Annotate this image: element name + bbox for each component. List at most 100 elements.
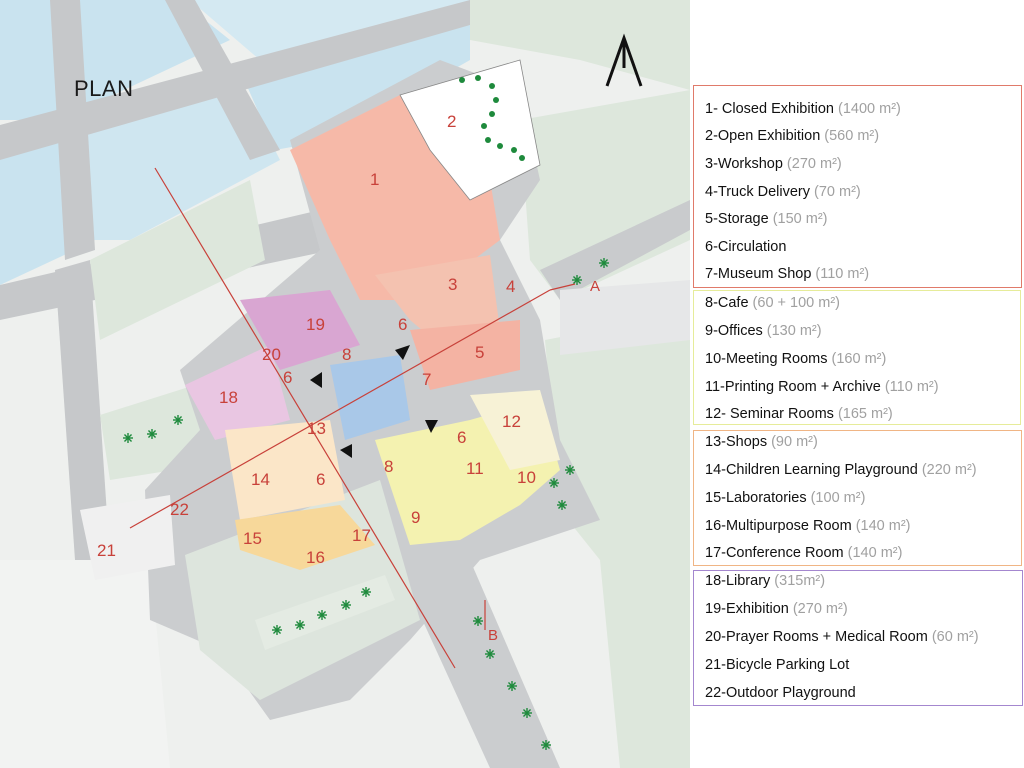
room-number: 19 bbox=[306, 315, 325, 334]
legend-group-library bbox=[693, 570, 1023, 706]
legend-item-name: 17-Conference Room bbox=[705, 545, 844, 561]
room-number: 18 bbox=[219, 388, 238, 407]
plan-title: PLAN bbox=[74, 76, 134, 101]
legend-group-offices bbox=[693, 290, 1021, 425]
legend-item-name: 10-Meeting Rooms bbox=[705, 351, 828, 367]
legend-item-area: (90 m²) bbox=[767, 434, 818, 450]
legend-item-name: 2-Open Exhibition bbox=[705, 128, 821, 144]
legend-item: 18-Library (315m²) bbox=[705, 572, 825, 590]
room-number: 2 bbox=[447, 112, 456, 131]
legend-group-education bbox=[693, 430, 1022, 566]
legend-item: 3-Workshop (270 m²) bbox=[705, 155, 842, 173]
legend-item-name: 3-Workshop bbox=[705, 156, 783, 172]
legend-item: 14-Children Learning Playground (220 m²) bbox=[705, 461, 977, 479]
legend-item: 2-Open Exhibition (560 m²) bbox=[705, 127, 879, 145]
legend-item-area: (160 m²) bbox=[827, 351, 887, 367]
central-plaza bbox=[330, 355, 410, 440]
legend-item: 19-Exhibition (270 m²) bbox=[705, 600, 848, 618]
legend-item: 6-Circulation bbox=[705, 238, 786, 256]
legend-item-name: 14-Children Learning Playground bbox=[705, 462, 918, 478]
legend-item: 5-Storage (150 m²) bbox=[705, 210, 828, 228]
legend-item-name: 6-Circulation bbox=[705, 239, 787, 255]
section-marker-b: B bbox=[488, 627, 498, 644]
legend-item: 9-Offices (130 m²) bbox=[705, 322, 822, 340]
legend-item-area: (140 m²) bbox=[851, 518, 911, 534]
legend-item-name: 8-Cafe bbox=[705, 295, 749, 311]
legend-item-area: (110 m²) bbox=[811, 266, 870, 282]
room-number: 10 bbox=[517, 468, 536, 487]
legend-item-name: 7-Museum Shop bbox=[705, 266, 812, 282]
legend-item: 22-Outdoor Playground bbox=[705, 684, 856, 702]
legend-item-name: 12- Seminar Rooms bbox=[705, 406, 834, 422]
room-number: 9 bbox=[411, 508, 420, 527]
legend-item-area: (560 m²) bbox=[820, 128, 880, 144]
room-number: 6 bbox=[457, 428, 466, 447]
room-number: 12 bbox=[502, 412, 521, 431]
legend-item: 12- Seminar Rooms (165 m²) bbox=[705, 405, 893, 423]
legend-item-name: 13-Shops bbox=[705, 434, 768, 450]
room-number: 7 bbox=[422, 370, 431, 389]
legend-item: 1- Closed Exhibition (1400 m²) bbox=[705, 100, 901, 118]
legend-item-area: (150 m²) bbox=[768, 211, 828, 227]
legend-item-area: (130 m²) bbox=[762, 323, 822, 339]
legend-item-area: (140 m²) bbox=[843, 545, 903, 561]
legend-item-area: (220 m²) bbox=[917, 462, 977, 478]
legend-item-name: 18-Library bbox=[705, 573, 771, 589]
legend-item-area: (70 m²) bbox=[810, 184, 861, 200]
legend-item-area: (110 m²) bbox=[880, 379, 939, 395]
legend-item-area: (270 m²) bbox=[782, 156, 842, 172]
legend-item-name: 21-Bicycle Parking Lot bbox=[705, 657, 850, 673]
legend-item-name: 11-Printing Room + Archive bbox=[705, 379, 881, 395]
legend-item-area: (315m²) bbox=[770, 573, 826, 589]
room-number: 6 bbox=[316, 470, 325, 489]
legend-item-area: (100 m²) bbox=[806, 490, 866, 506]
section-lines bbox=[129, 167, 576, 669]
room-number: 4 bbox=[506, 277, 515, 296]
room-number: 5 bbox=[475, 343, 484, 362]
legend-item: 16-Multipurpose Room (140 m²) bbox=[705, 517, 911, 535]
room-number: 3 bbox=[448, 275, 457, 294]
legend-item: 13-Shops (90 m²) bbox=[705, 433, 818, 451]
room-number: 6 bbox=[283, 368, 292, 387]
room-number: 14 bbox=[251, 470, 270, 489]
legend-item: 17-Conference Room (140 m²) bbox=[705, 544, 902, 562]
legend-item-name: 22-Outdoor Playground bbox=[705, 685, 856, 701]
legend-item-area: (270 m²) bbox=[788, 601, 848, 617]
legend-item-name: 15-Laboratories bbox=[705, 490, 807, 506]
room-number: 1 bbox=[370, 170, 379, 189]
room-number: 6 bbox=[398, 315, 407, 334]
legend-item-area: (1400 m²) bbox=[833, 101, 901, 117]
legend-item-name: 5-Storage bbox=[705, 211, 769, 227]
legend-item-name: 19-Exhibition bbox=[705, 601, 789, 617]
legend-item-area: (165 m²) bbox=[833, 406, 893, 422]
legend-item: 8-Cafe (60 + 100 m²) bbox=[705, 294, 840, 312]
legend-item-name: 16-Multipurpose Room bbox=[705, 518, 852, 534]
room-number: 21 bbox=[97, 541, 116, 560]
zone-library bbox=[185, 290, 360, 440]
legend-item: 10-Meeting Rooms (160 m²) bbox=[705, 350, 886, 368]
room-number: 16 bbox=[306, 548, 325, 567]
legend-item-name: 20-Prayer Rooms + Medical Room bbox=[705, 629, 928, 645]
legend-item: 20-Prayer Rooms + Medical Room (60 m²) bbox=[705, 628, 979, 646]
room-number: 20 bbox=[262, 345, 281, 364]
room-number: 8 bbox=[342, 345, 351, 364]
room-number: 13 bbox=[307, 419, 326, 438]
entrance-arrows bbox=[310, 345, 438, 458]
room-number: 15 bbox=[243, 529, 262, 548]
section-marker-a: A bbox=[590, 278, 600, 295]
legend-item-area: (60 + 100 m²) bbox=[748, 295, 840, 311]
legend-item: 7-Museum Shop (110 m²) bbox=[705, 265, 869, 283]
legend-item-name: 4-Truck Delivery bbox=[705, 184, 811, 200]
north-arrow-icon bbox=[605, 33, 643, 87]
legend-item-name: 1- Closed Exhibition bbox=[705, 101, 834, 117]
room-number: 22 bbox=[170, 500, 189, 519]
legend-item: 15-Laboratories (100 m²) bbox=[705, 489, 865, 507]
legend-item: 4-Truck Delivery (70 m²) bbox=[705, 183, 861, 201]
zone-education bbox=[225, 420, 375, 570]
legend-item: 11-Printing Room + Archive (110 m²) bbox=[705, 378, 939, 396]
legend-item-name: 9-Offices bbox=[705, 323, 763, 339]
legend-group-exhibition bbox=[693, 85, 1022, 288]
legend-item-area: (60 m²) bbox=[927, 629, 979, 645]
